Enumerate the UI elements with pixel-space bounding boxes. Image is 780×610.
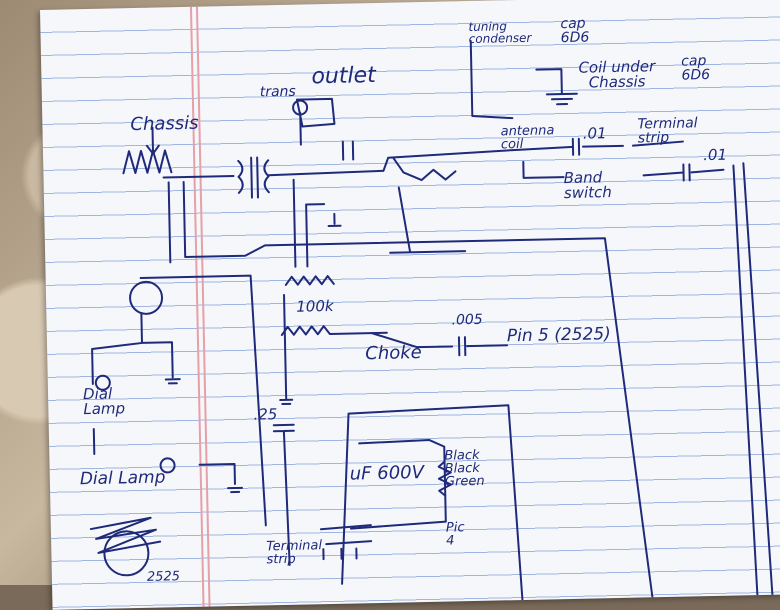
label-band-switch: Band switch: [563, 168, 613, 203]
cap-25: [272, 423, 295, 566]
label-cap-25: .25: [253, 405, 278, 424]
wire: [279, 293, 294, 406]
wire: [389, 186, 467, 254]
label-cap-6d6-right: cap 6D6: [681, 53, 711, 84]
wire: [349, 438, 447, 530]
wire: [392, 156, 457, 182]
wire: [91, 311, 181, 385]
transformer: [237, 156, 270, 199]
label-cap-005: .005: [451, 311, 483, 329]
choke-lead: [370, 332, 509, 357]
label-100k: 100k: [296, 296, 334, 316]
scribble: [89, 516, 162, 554]
notebook-paper: Chassis trans outlet tuning condenser ca…: [40, 0, 780, 610]
dial-lamp-2-marker: [159, 457, 176, 474]
label-pic4: Pic 4: [445, 520, 465, 549]
label-terminal-strip-top: Terminal strip: [637, 115, 698, 147]
resistor: [280, 325, 388, 337]
label-terminal-strip-bottom: Terminal strip: [266, 538, 323, 568]
wire: [139, 181, 267, 527]
label-dial-lamp-1: Dial Lamp: [82, 384, 126, 419]
dial-lamp-1-marker: [94, 374, 111, 391]
label-cap-01-b: .01: [702, 145, 728, 165]
label-outlet: outlet: [311, 62, 377, 90]
label-chassis: Chassis: [130, 112, 199, 136]
wire: [512, 140, 684, 152]
label-uf600v: uF 600V: [349, 462, 425, 485]
wire: [682, 163, 691, 182]
wire: [162, 149, 515, 179]
tube-2525: [103, 530, 150, 577]
wire: [571, 137, 581, 156]
label-choke: Choke: [365, 342, 422, 365]
label-black-black-green: Black Black Green: [444, 447, 485, 490]
wire: [469, 39, 578, 120]
terminal-strip: [319, 524, 373, 561]
outlet-symbol: [295, 97, 355, 161]
chassis-arrow: [145, 126, 160, 155]
chassis-block: [122, 149, 173, 175]
label-coil-under-chassis: Coil under Chassis: [578, 57, 656, 92]
wire: [522, 160, 725, 179]
label-antenna-coil: antenna coil: [500, 123, 555, 153]
wire: [292, 178, 342, 268]
label-cap-01-a: .01: [582, 124, 607, 143]
outlet-circle: [292, 99, 309, 116]
label-pin5: Pin 5 (2525): [506, 324, 612, 347]
wire: [92, 427, 244, 494]
resistor: [284, 275, 335, 286]
label-trans: trans: [259, 83, 296, 101]
schematic-drawing: [89, 39, 774, 602]
wire: [732, 162, 774, 597]
label-2525: 2525: [146, 569, 181, 585]
wire: [182, 181, 654, 599]
wire: [341, 404, 524, 602]
resistor-vertical: [437, 460, 453, 497]
label-dial-lamp-2: Dial Lamp: [79, 467, 166, 490]
lamp-socket: [129, 280, 164, 315]
label-tuning-condenser: tuning condenser: [468, 19, 532, 47]
label-cap-6d6-top: cap 6D6: [560, 15, 590, 47]
